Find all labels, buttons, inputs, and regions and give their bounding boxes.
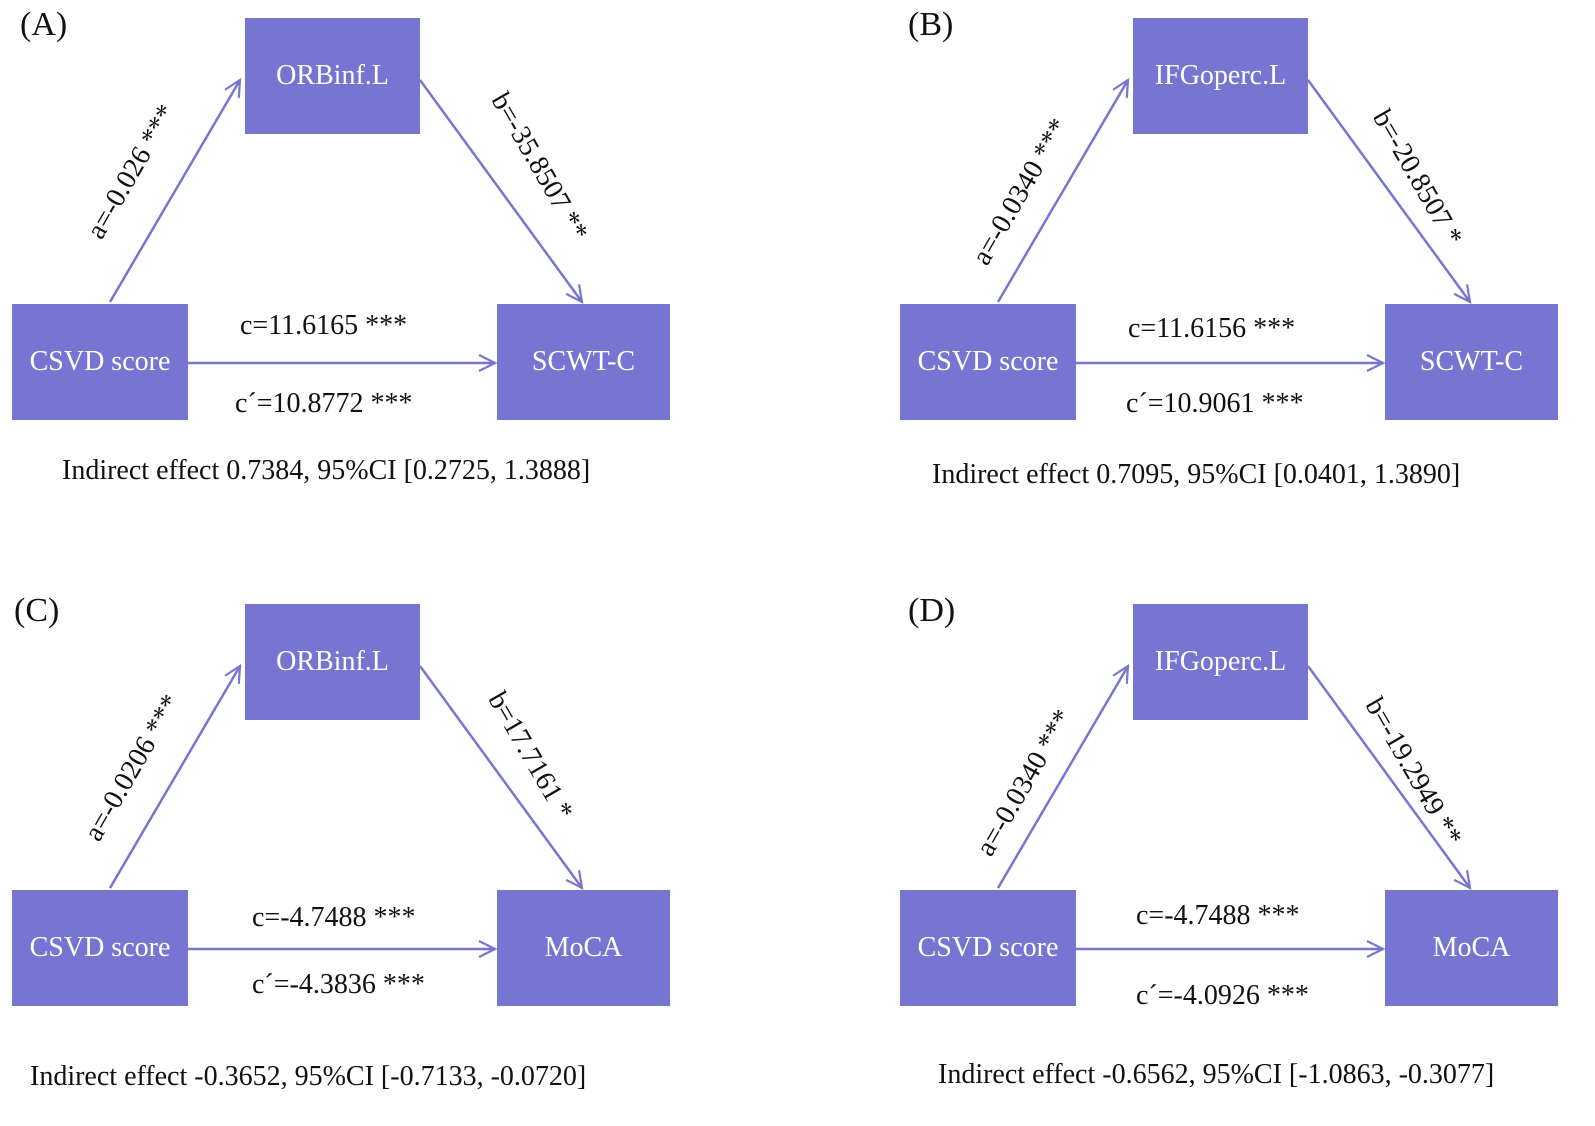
predictor-box: CSVD score	[900, 304, 1076, 420]
c-path-label: c=11.6165 ***	[240, 310, 408, 341]
panel-c: (C) ORBinf.L CSVD score MoCA a=-0.0206 *…	[0, 586, 780, 1126]
indirect-effect-text: Indirect effect -0.6562, 95%CI [-1.0863,…	[938, 1059, 1495, 1090]
mediator-box: IFGoperc.L	[1133, 604, 1308, 720]
indirect-effect-text: Indirect effect 0.7095, 95%CI [0.0401, 1…	[932, 459, 1461, 490]
panel-d: (D) IFGoperc.L CSVD score MoCA a=-0.0340…	[888, 586, 1595, 1126]
b-path-arrow	[1306, 665, 1470, 888]
predictor-box: CSVD score	[12, 890, 188, 1006]
c-prime-path-label: c´=-4.0926 ***	[1136, 980, 1309, 1011]
panel-b-arrows	[996, 0, 1595, 540]
a-path-arrow	[108, 80, 240, 303]
c-prime-path-label: c´=10.9061 ***	[1126, 388, 1304, 419]
mediator-box: IFGoperc.L	[1133, 18, 1308, 134]
mediator-box: ORBinf.L	[245, 18, 420, 134]
a-path-arrow	[996, 80, 1128, 303]
outcome-box: MoCA	[1385, 890, 1558, 1006]
panel-label: (A)	[20, 6, 68, 43]
c-path-label: c=-4.7488 ***	[252, 902, 416, 933]
panel-label: (D)	[908, 592, 956, 629]
outcome-box: SCWT-C	[497, 304, 670, 420]
panel-c-arrows	[108, 586, 780, 1126]
b-path-arrow	[1306, 79, 1470, 302]
mediator-box: ORBinf.L	[245, 604, 420, 720]
c-path-label: c=-4.7488 ***	[1136, 900, 1300, 931]
panel-label: (C)	[14, 592, 60, 629]
b-path-arrow	[418, 79, 582, 302]
indirect-effect-text: Indirect effect -0.3652, 95%CI [-0.7133,…	[30, 1061, 587, 1092]
outcome-box: MoCA	[497, 890, 670, 1006]
predictor-box: CSVD score	[900, 890, 1076, 1006]
panel-a-arrows	[108, 0, 780, 540]
panel-d-arrows	[996, 586, 1595, 1126]
a-path-arrow	[108, 666, 240, 889]
predictor-box: CSVD score	[12, 304, 188, 420]
panel-label: (B)	[908, 6, 954, 43]
c-prime-path-label: c´=-4.3836 ***	[252, 969, 425, 1000]
c-prime-path-label: c´=10.8772 ***	[235, 388, 413, 419]
a-path-arrow	[996, 666, 1128, 889]
panel-b: (B) IFGoperc.L CSVD score SCWT-C a=-0.03…	[888, 0, 1595, 540]
outcome-box: SCWT-C	[1385, 304, 1558, 420]
b-path-arrow	[418, 665, 582, 888]
panel-a: (A) ORBinf.L CSVD score SCWT-C a=-0.026 …	[0, 0, 780, 540]
c-path-label: c=11.6156 ***	[1128, 313, 1296, 344]
indirect-effect-text: Indirect effect 0.7384, 95%CI [0.2725, 1…	[62, 455, 591, 486]
